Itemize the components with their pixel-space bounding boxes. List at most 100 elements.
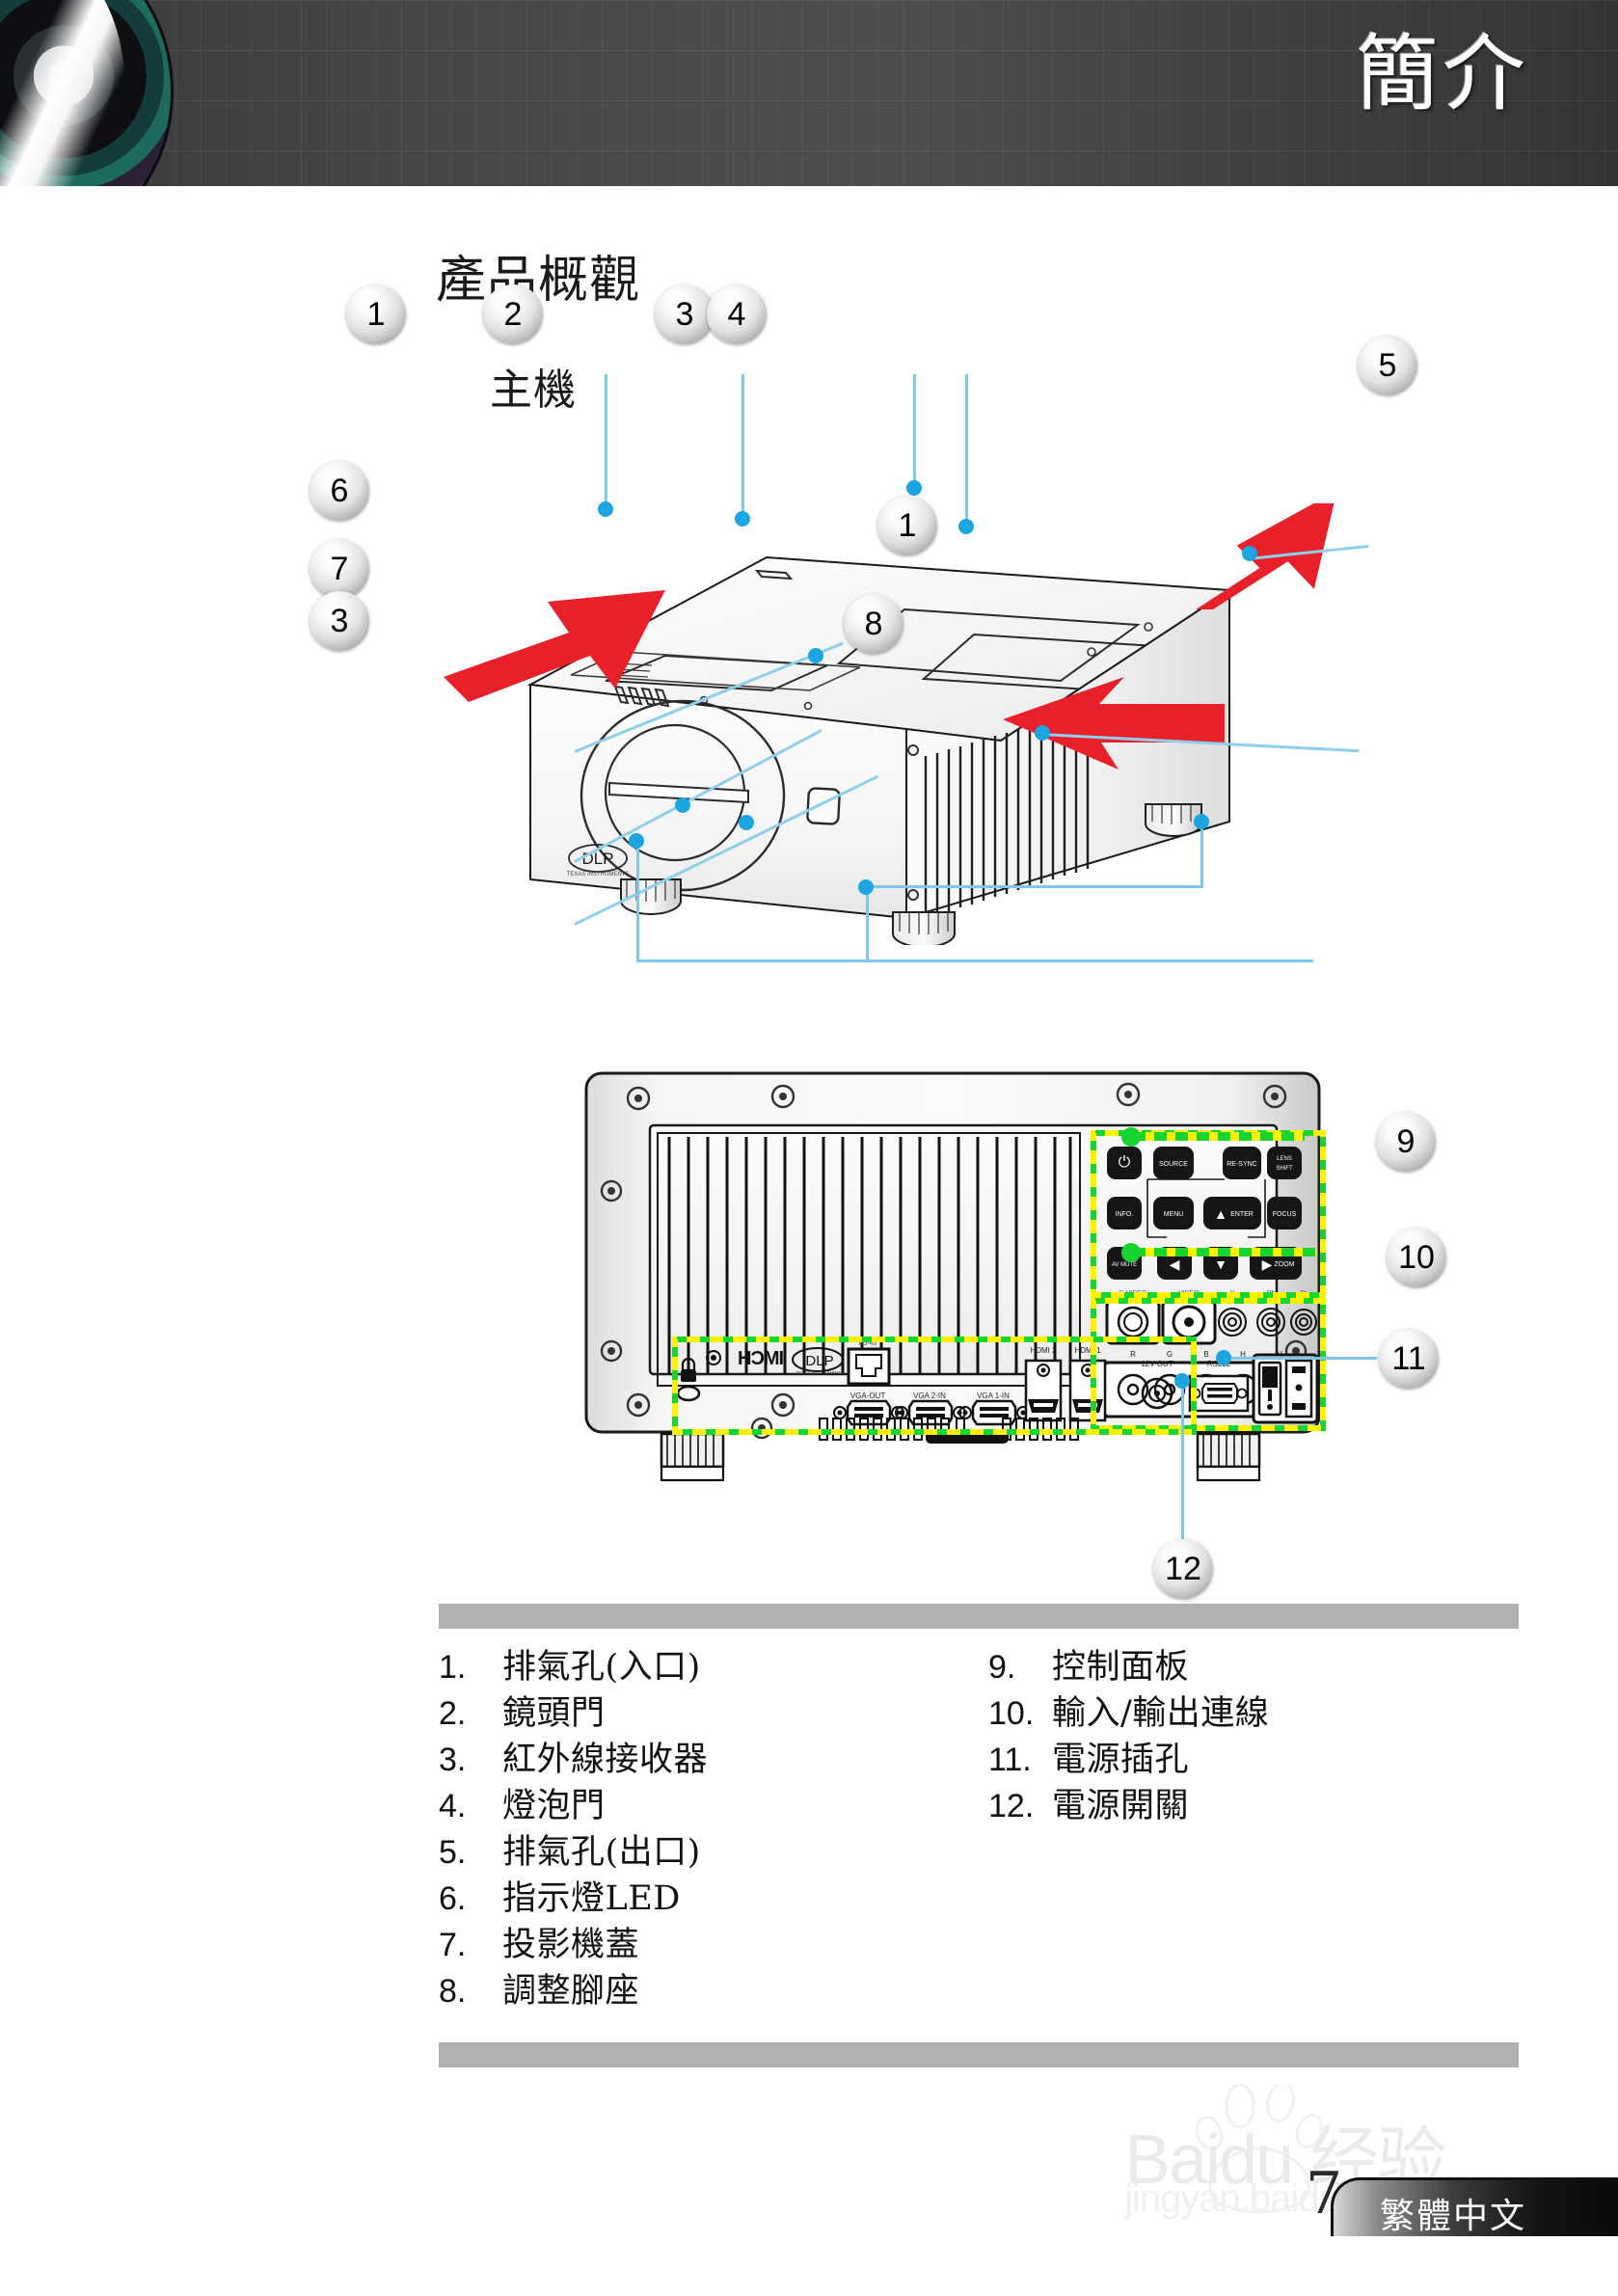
list-item: 2. 鏡頭門 (439, 1686, 708, 1733)
callout-dot-2 (735, 511, 750, 527)
legend-label: 投影機蓋 (502, 1926, 640, 1964)
legend-divider-top (439, 1604, 1519, 1629)
callout-dot-8-left-foot (629, 833, 644, 849)
legend-label: 燈泡門 (502, 1787, 606, 1825)
callout-dot-4 (958, 519, 974, 534)
svg-text:H: H (1240, 1350, 1246, 1359)
legend-label: 排氣孔(出口) (502, 1833, 701, 1872)
legend-number: 8. (439, 1973, 467, 2010)
list-item: 9. 控制面板 (988, 1639, 1269, 1687)
svg-text:TEXAS INSTRUMENTS: TEXAS INSTRUMENTS (567, 872, 630, 878)
svg-text:G: G (1167, 1350, 1173, 1359)
leader-line-8-a (636, 841, 639, 962)
svg-text:HƆMI: HƆMI (738, 1348, 784, 1369)
callout-7[interactable]: 7 (310, 539, 369, 599)
svg-text:MENU: MENU (1164, 1211, 1184, 1218)
callout-dot-3-front (739, 815, 754, 830)
callout-2[interactable]: 2 (483, 284, 543, 344)
callout-5[interactable]: 5 (1358, 336, 1417, 395)
legend-number: 12. (988, 1788, 1035, 1824)
legend-number: 11. (988, 1742, 1032, 1778)
callout-dot-7 (675, 797, 690, 813)
list-item: 8. 調整腳座 (439, 1963, 708, 2011)
svg-text:RJ-45: RJ-45 (859, 1340, 877, 1347)
svg-text:INFO.: INFO. (1116, 1211, 1134, 1218)
callout-12[interactable]: 12 (1153, 1539, 1213, 1599)
list-item: 10. 輸入/輸出連線 (988, 1686, 1270, 1733)
highlight-box-control-panel (1091, 1130, 1326, 1298)
legend-label: 紅外線接收器 (502, 1741, 709, 1779)
callout-9[interactable]: 9 (1376, 1112, 1436, 1172)
legend-label: 指示燈LED (502, 1879, 681, 1918)
page-header-banner: 簡介 (0, 0, 1618, 186)
callout-3-front[interactable]: 3 (310, 591, 369, 651)
callout-3-top[interactable]: 3 (655, 284, 715, 344)
legend-number: 1. (439, 1649, 467, 1686)
callout-11[interactable]: 11 (1379, 1329, 1439, 1389)
airflow-arrow-intake-left (444, 588, 685, 714)
legend-label: 電源開關 (1052, 1787, 1190, 1825)
callout-6[interactable]: 6 (310, 461, 369, 521)
svg-text:VGA 2-IN: VGA 2-IN (913, 1391, 946, 1400)
callout-10[interactable]: 10 (1387, 1228, 1446, 1287)
leader-line-12 (1181, 1380, 1184, 1542)
callout-1-top[interactable]: 1 (346, 284, 406, 344)
svg-text:B: B (1203, 1350, 1208, 1359)
leader-line-4 (965, 374, 968, 528)
list-item: 7. 投影機蓋 (439, 1917, 708, 1964)
list-item: 5. 排氣孔(出口) (439, 1824, 708, 1872)
callout-8[interactable]: 8 (844, 594, 903, 654)
callout-dot-1 (598, 501, 613, 517)
svg-text:◀: ◀ (1170, 1256, 1180, 1272)
language-label: 繁體中文 (1380, 2197, 1527, 2236)
svg-text:DLP: DLP (805, 1353, 833, 1369)
leader-line-9 (1133, 1132, 1305, 1141)
callout-dot-11 (1216, 1350, 1231, 1365)
highlight-box-io-row (672, 1337, 1197, 1435)
leader-line-2 (742, 374, 744, 519)
airflow-arrow-intake-side (984, 675, 1225, 781)
leader-line-10 (1133, 1248, 1316, 1256)
callout-dot-1-side (1035, 725, 1050, 741)
leader-line-8-f (868, 959, 1313, 962)
svg-text:12V OUT: 12V OUT (1141, 1360, 1173, 1368)
svg-text:▲: ▲ (1214, 1206, 1227, 1222)
legend-number: 2. (439, 1695, 467, 1732)
leader-line-3-top (913, 374, 916, 488)
svg-text:ENTER: ENTER (1230, 1211, 1254, 1218)
svg-text:▼: ▼ (1214, 1256, 1227, 1272)
svg-text:HDMI 1: HDMI 1 (1074, 1346, 1101, 1355)
callout-dot-9 (1121, 1127, 1141, 1147)
legend-label: 鏡頭門 (502, 1694, 606, 1733)
legend-label: 輸入/輸出連線 (1052, 1694, 1270, 1733)
callout-dot-3-top (906, 480, 922, 496)
svg-text:▶: ▶ (1262, 1256, 1273, 1272)
svg-text:⏻: ⏻ (1119, 1154, 1131, 1171)
svg-text:SHIFT: SHIFT (1276, 1166, 1293, 1172)
callout-1-side[interactable]: 1 (877, 496, 937, 555)
rear-adjustable-foot (1196, 1432, 1261, 1482)
legend-number: 7. (439, 1927, 467, 1963)
list-item: 11. 電源插孔 (988, 1732, 1269, 1779)
legend-label: 排氣孔(入口) (502, 1648, 701, 1687)
svg-text:VGA-OUT: VGA-OUT (850, 1391, 886, 1400)
power-inlet-group (1252, 1353, 1319, 1424)
callout-dot-8-center-foot (858, 879, 874, 895)
svg-text:TEXAS INSTRUMENTS: TEXAS INSTRUMENTS (796, 1370, 844, 1375)
legend-number: 9. (988, 1649, 1016, 1686)
legend-number: 6. (439, 1880, 467, 1917)
legend-number: 10. (988, 1695, 1035, 1732)
svg-text:FOCUS: FOCUS (1273, 1211, 1297, 1218)
list-item: 3. 紅外線接收器 (439, 1732, 709, 1779)
legend-number: 4. (439, 1788, 467, 1824)
svg-text:HDMI 2: HDMI 2 (1030, 1346, 1057, 1355)
callout-dot-12 (1174, 1373, 1190, 1389)
callout-dot-5 (1242, 546, 1257, 561)
svg-text:SOURCE: SOURCE (1159, 1161, 1188, 1168)
leader-line-8-d (866, 885, 1203, 888)
callout-4[interactable]: 4 (707, 284, 767, 344)
subsection-heading-main-unit: 主機 (490, 365, 577, 415)
legend-column-left: 1. 排氣孔(入口) 2. 鏡頭門 3. 紅外線接收器 4. 燈泡門 5. 排氣… (439, 1639, 709, 2011)
legend-divider-bottom (439, 2042, 1519, 2067)
legend-number: 3. (439, 1742, 467, 1778)
